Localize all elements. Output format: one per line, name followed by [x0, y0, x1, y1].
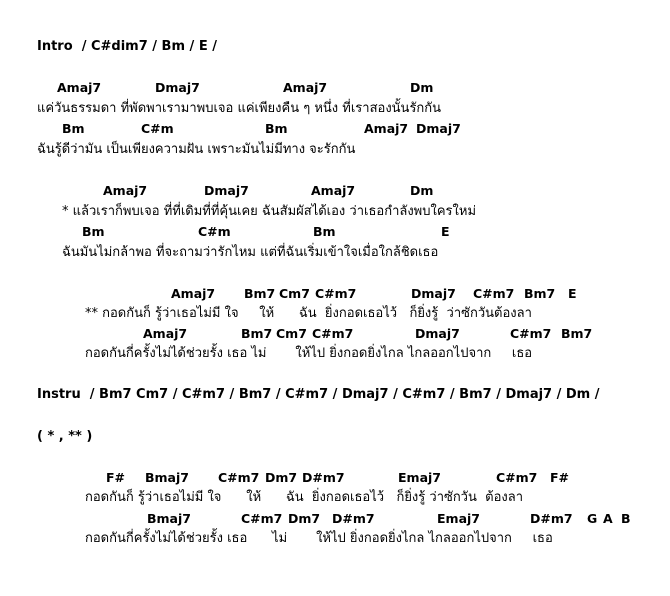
chord: Cm7: [276, 326, 307, 341]
chord: Cm7: [279, 286, 310, 301]
chord: Amaj7: [143, 326, 188, 341]
chord: Dmaj7: [204, 183, 249, 198]
lyric-line: ** กอดกันก็ รู้ว่าเธอไม่มี ใจ ให้ ฉัน ยิ…: [85, 306, 532, 321]
chord: G: [587, 511, 598, 526]
lyric-line: กอดกันกี่ครั้งไม่ได้ช่วยรั้ง เธอ ไม่ ให้…: [85, 531, 553, 546]
chord: Dm7: [288, 511, 321, 526]
chord: D#m7: [302, 470, 345, 485]
chord: Bmaj7: [147, 511, 191, 526]
chord: Bm7: [241, 326, 273, 341]
chord: Emaj7: [398, 470, 441, 485]
chord: Bmaj7: [145, 470, 189, 485]
chord: Dm7: [265, 470, 298, 485]
chord: Bm: [265, 121, 288, 136]
chord: C#m7: [496, 470, 538, 485]
chord: Amaj7: [311, 183, 356, 198]
chord: B: [621, 511, 631, 526]
chord: Bm: [82, 224, 105, 239]
chord: Amaj7: [283, 80, 328, 95]
chord: Bm7: [524, 286, 556, 301]
instru-line: Instru / Bm7 Cm7 / C#m7 / Bm7 / C#m7 / D…: [37, 387, 600, 402]
chord: F#: [550, 470, 570, 485]
chord: Emaj7: [437, 511, 480, 526]
chord: Dm: [410, 80, 434, 95]
chord: Amaj7: [103, 183, 148, 198]
lyric-line: * แล้วเราก็พบเจอ ที่ที่เดิมที่ที่คุ้นเคย…: [62, 204, 477, 219]
chord: Bm: [62, 121, 85, 136]
repeat-line: ( * , ** ): [37, 429, 93, 444]
lyric-line: ฉันรู้ดีว่ามัน เป็นเพียงความฝัน เพราะมัน…: [37, 142, 356, 157]
chord: C#m7: [473, 286, 515, 301]
chord: Dmaj7: [155, 80, 200, 95]
lyric-line: กอดกันกี่ครั้งไม่ได้ช่วยรั้ง เธอ ไม่ ให้…: [85, 346, 533, 361]
chord: E: [441, 224, 450, 239]
chord: Bm7: [244, 286, 276, 301]
chord: C#m7: [315, 286, 357, 301]
chord: D#m7: [530, 511, 573, 526]
chord: C#m: [141, 121, 174, 136]
chord: F#: [106, 470, 126, 485]
chord: E: [568, 286, 577, 301]
chord: C#m7: [241, 511, 283, 526]
chord: Bm7: [561, 326, 593, 341]
chord: C#m7: [312, 326, 354, 341]
chord: Dm: [410, 183, 434, 198]
chord: Amaj7: [57, 80, 102, 95]
intro-line: Intro / C#dim7 / Bm / E /: [37, 39, 217, 54]
lyric-line: แค่วันธรรมดา ที่พัดพาเรามาพบเจอ แค่เพียง…: [37, 101, 442, 116]
chord: A: [603, 511, 613, 526]
chord: C#m7: [510, 326, 552, 341]
chord: Bm: [313, 224, 336, 239]
chord: Dmaj7: [415, 326, 460, 341]
chord: C#m: [198, 224, 231, 239]
lyric-line: กอดกันก็ รู้ว่าเธอไม่มี ใจ ให้ ฉัน ยิ่งก…: [85, 490, 524, 505]
chord: Dmaj7: [411, 286, 456, 301]
lyric-line: ฉันมันไม่กล้าพอ ที่จะถามว่ารักไหม แต่ที่…: [62, 245, 439, 260]
chord: Dmaj7: [416, 121, 461, 136]
chord: D#m7: [332, 511, 375, 526]
chord: Amaj7: [364, 121, 409, 136]
chord: C#m7: [218, 470, 260, 485]
chord: Amaj7: [171, 286, 216, 301]
